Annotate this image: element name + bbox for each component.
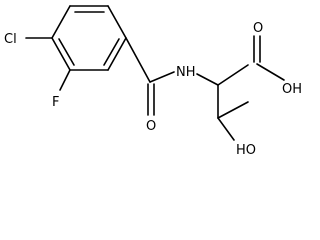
ring-double-bond-right xyxy=(103,38,120,66)
chlorine-label: Cl xyxy=(4,32,17,47)
acid-oxygen-label: O xyxy=(253,21,263,36)
ring-double-bond-left xyxy=(58,38,75,66)
fluorine-label: F xyxy=(52,95,59,110)
chemical-structure: Cl F NH O O OH HO xyxy=(4,5,302,156)
amide-oxygen-label: O xyxy=(146,119,156,134)
n-alpha-bond xyxy=(196,73,219,86)
alpha-carboxyl-bond xyxy=(217,64,249,86)
acid-hydroxyl-label: OH xyxy=(282,82,302,97)
ring-bond-6 xyxy=(51,5,71,39)
beta-hydroxyl-bond xyxy=(217,117,235,141)
c-f-bond xyxy=(59,69,71,91)
carbonyl-n-bond xyxy=(149,71,175,83)
amide-nitrogen-label: NH xyxy=(176,65,196,80)
ring-bond-5 xyxy=(51,37,71,71)
acid-c-oh-bond xyxy=(256,63,285,81)
beta-methyl-bond xyxy=(217,101,249,119)
ring-bond-2 xyxy=(107,5,127,39)
benzene-ring xyxy=(51,5,127,71)
ring-carbonyl-bond xyxy=(125,37,151,83)
ring-bond-3 xyxy=(107,37,127,71)
side-chain-hydroxyl-label: HO xyxy=(236,143,256,156)
